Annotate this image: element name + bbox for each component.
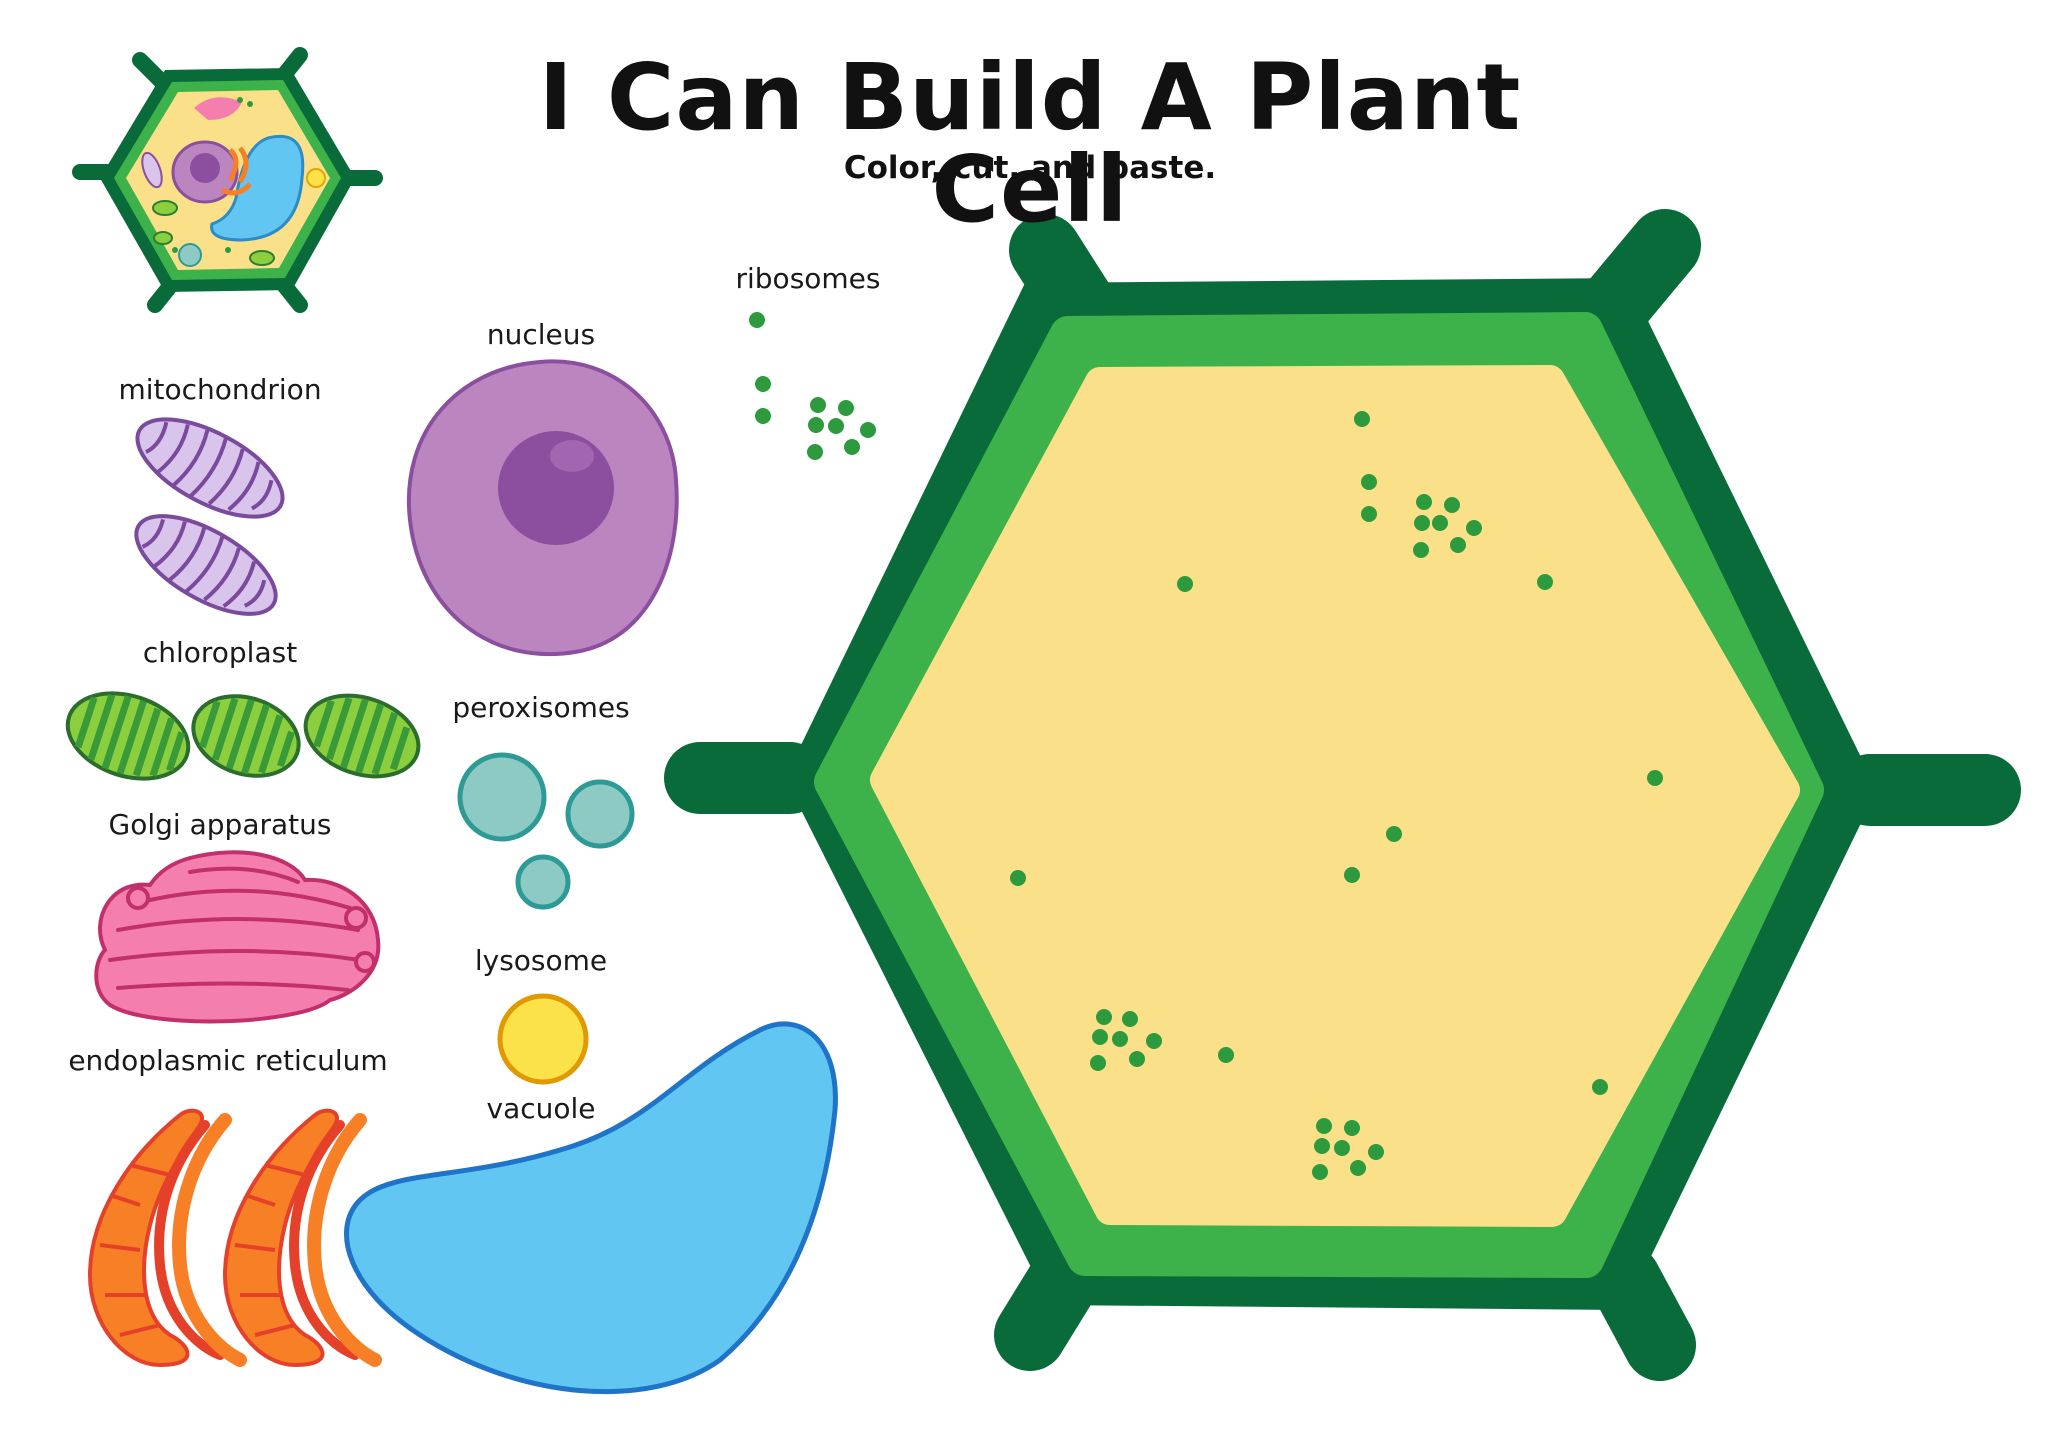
label-peroxisomes: peroxisomes (452, 691, 630, 724)
label-vacuole: vacuole (486, 1092, 596, 1125)
page-subtitle: Color, cut, and paste. (843, 150, 1217, 186)
ribosomes-cutout[interactable] (749, 312, 876, 460)
mitochondrion-cutout[interactable] (121, 400, 297, 634)
peroxisomes-cutout[interactable] (457, 752, 635, 910)
cytoplasm (870, 365, 1800, 1227)
nucleus-cutout[interactable] (406, 359, 679, 657)
label-endoplasmic-reticulum: endoplasmic reticulum (68, 1044, 388, 1077)
label-nucleus: nucleus (486, 318, 596, 351)
label-lysosome: lysosome (474, 944, 608, 977)
plant-cell-thumbnail-icon (72, 47, 383, 313)
lysosome-cutout[interactable] (497, 993, 589, 1085)
cytoplasm-ribosome-dots (1010, 411, 1663, 1180)
label-ribosomes: ribosomes (735, 262, 881, 295)
page-title: I Can Build A Plant Cell (538, 44, 1522, 243)
label-golgi-apparatus: Golgi apparatus (108, 808, 332, 841)
vacuole-cutout[interactable] (344, 1021, 838, 1395)
label-chloroplast: chloroplast (142, 636, 298, 669)
plant-cell-template[interactable] (664, 209, 2021, 1381)
endoplasmic-reticulum-cutout[interactable] (87, 1108, 382, 1368)
chloroplast-cutout[interactable] (57, 679, 429, 793)
label-mitochondrion: mitochondrion (118, 373, 322, 406)
golgi-apparatus-cutout[interactable] (94, 850, 381, 1024)
